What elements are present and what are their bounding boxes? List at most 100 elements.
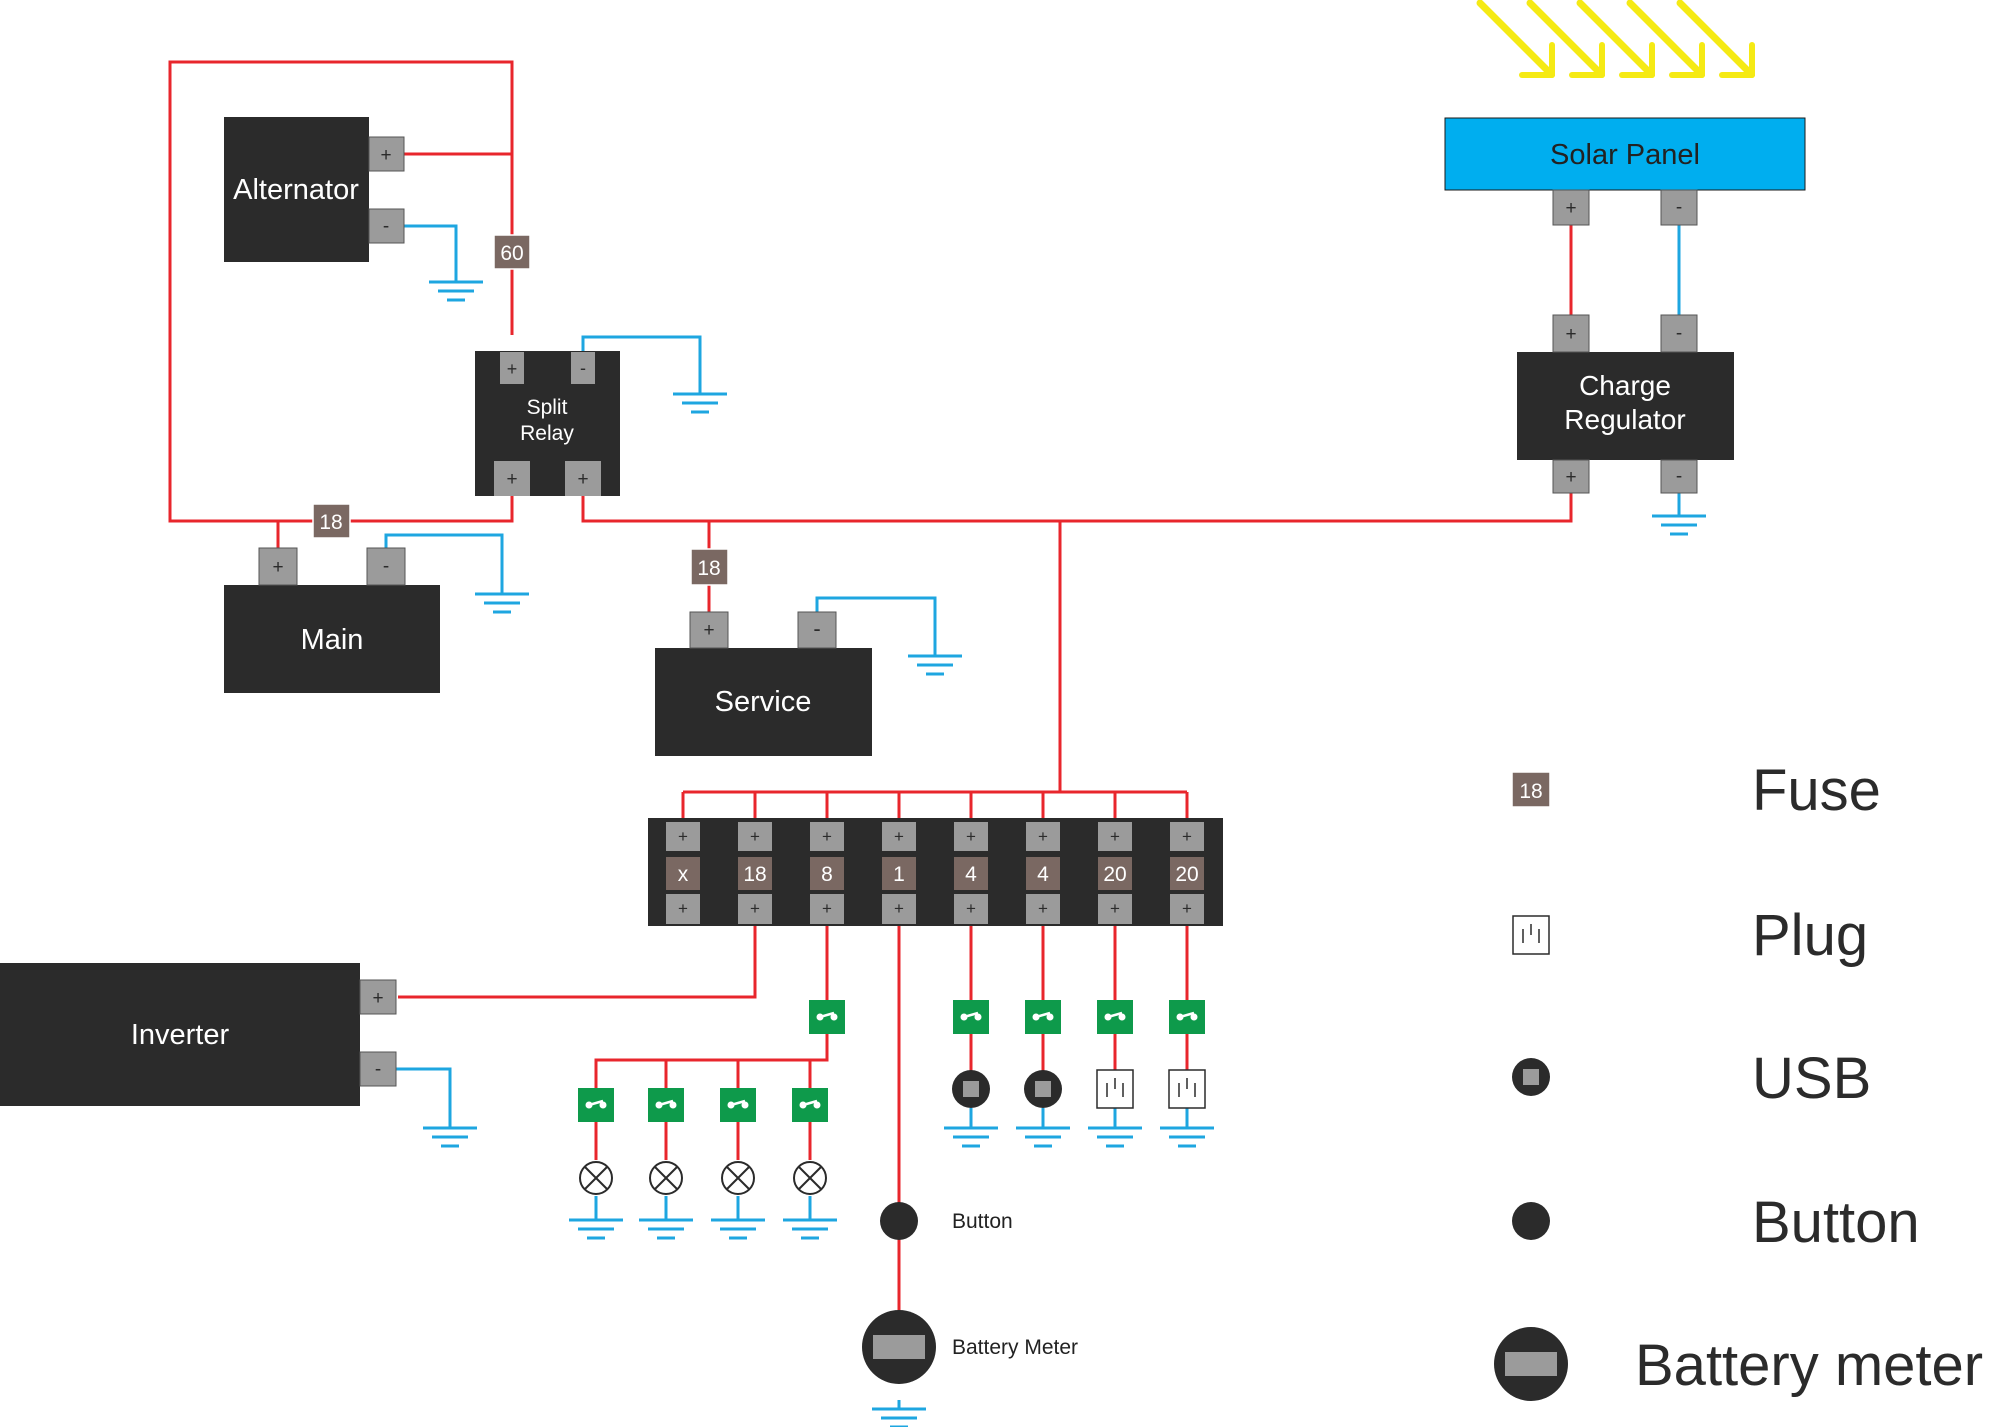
negative-wire	[404, 224, 458, 282]
plug-icon	[1168, 1069, 1206, 1109]
ground-icon	[709, 1218, 767, 1240]
switch-icon	[1095, 998, 1135, 1036]
fuse-slot-rating: 4	[965, 863, 977, 886]
legend-fuse-sample: 18	[1519, 780, 1542, 803]
fuse-slot-rating: 20	[1175, 863, 1198, 886]
ground-icon	[671, 392, 729, 414]
fuse-slot-input-terminal: +	[1182, 827, 1192, 846]
fuse-slot: +18+	[738, 822, 772, 924]
fuse-slot-output-terminal: +	[822, 899, 832, 918]
sun-rays	[1480, 3, 1752, 75]
svg-text:-: -	[813, 616, 820, 641]
charge-regulator-label-2: Regulator	[1564, 404, 1685, 435]
solar-panel: Solar Panel	[1444, 117, 1806, 191]
lamp-icon	[649, 1161, 683, 1195]
positive-wire	[594, 1017, 829, 1105]
svg-text:-: -	[383, 216, 389, 237]
ground-icon	[1086, 1126, 1144, 1148]
fuse-slot-rating: 1	[893, 863, 905, 886]
svg-text:+: +	[1565, 467, 1576, 488]
svg-text:-: -	[375, 1059, 381, 1080]
fuse-slot-input-terminal: +	[822, 827, 832, 846]
inverter-label: Inverter	[131, 1019, 230, 1051]
legend-plug-label: Plug	[1752, 903, 1868, 968]
svg-text:+: +	[1565, 324, 1576, 345]
negative-wire	[396, 1067, 452, 1128]
fuse-60: 60	[493, 234, 531, 270]
fuse-block-slots: +x++18++8++1++4++4++20++20+	[666, 822, 1204, 924]
service-negative-terminal: -	[797, 611, 837, 649]
fuse-main: 18	[312, 503, 351, 539]
usb-icon	[1024, 1070, 1062, 1108]
alternator-positive-terminal: +	[368, 136, 405, 172]
ground-icon	[637, 1218, 695, 1240]
fuse-slot: +x+	[666, 822, 700, 924]
ground-icon	[421, 1126, 479, 1148]
switch-icon	[807, 998, 847, 1036]
switch-icon	[790, 1086, 830, 1124]
loads: Button Battery Meter	[576, 998, 1207, 1384]
svg-text:-: -	[1676, 197, 1682, 218]
svg-text:+: +	[506, 469, 517, 490]
lamp-icon	[793, 1161, 827, 1195]
fuse-slot-output-terminal: +	[894, 899, 904, 918]
charge-regulator: Charge Regulator	[1517, 352, 1734, 460]
relay-output-positive-terminal: +	[494, 461, 530, 496]
ground-icon	[427, 280, 485, 302]
fuse-slot-input-terminal: +	[678, 827, 688, 846]
alternator: Alternator	[224, 117, 369, 262]
switch-icon	[1167, 998, 1207, 1036]
alternator-label: Alternator	[233, 174, 359, 206]
fuse-slot-rating: 18	[743, 863, 766, 886]
svg-text:+: +	[380, 145, 391, 166]
fuse-slot-output-terminal: +	[966, 899, 976, 918]
button-label: Button	[952, 1210, 1013, 1233]
solar-panel-label: Solar Panel	[1550, 139, 1700, 171]
switch-icon	[718, 1086, 758, 1124]
terminals: + - + - + + + -	[258, 136, 1698, 1087]
service-battery: Service	[655, 648, 872, 756]
ground-icon	[1014, 1126, 1072, 1148]
relay-positive-terminal: +	[500, 352, 524, 384]
positive-wire	[581, 478, 1573, 523]
battery-meter-icon	[1494, 1327, 1568, 1401]
fuse-slot-input-terminal: +	[894, 827, 904, 846]
main-negative-terminal: -	[366, 547, 406, 586]
fuse-service-label: 18	[697, 557, 720, 580]
legend-battery-meter-label: Battery meter	[1635, 1333, 1983, 1398]
fuse-block: +x++18++8++1++4++4++20++20+	[648, 818, 1223, 926]
regulator-negative-output-terminal: -	[1660, 459, 1698, 494]
fuse-slot-input-terminal: +	[966, 827, 976, 846]
solar-negative-terminal: -	[1660, 189, 1698, 226]
lamp-icon	[721, 1161, 755, 1195]
negative-wire	[815, 596, 937, 656]
wiring	[168, 60, 1681, 1409]
fuse-slot-input-terminal: +	[1038, 827, 1048, 846]
regulator-positive-output-terminal: +	[1552, 459, 1590, 494]
service-battery-label: Service	[715, 686, 812, 718]
fuse-slot-input-terminal: +	[750, 827, 760, 846]
fuse-slot-rating: x	[678, 863, 689, 886]
usb-icon	[952, 1070, 990, 1108]
ground-icon	[942, 1126, 1000, 1148]
plug-icon	[1512, 915, 1550, 955]
fuse-slot-input-terminal: +	[1110, 827, 1120, 846]
inverter: Inverter	[0, 963, 360, 1106]
ground-icon	[870, 1407, 928, 1427]
service-positive-terminal: +	[689, 611, 729, 649]
fuse-main-label: 18	[319, 511, 342, 534]
fuse-slot: +4+	[1026, 822, 1060, 924]
svg-text:+: +	[272, 557, 283, 578]
relay-negative-terminal: -	[571, 352, 595, 384]
ground-icon	[1650, 514, 1708, 536]
ground-icon	[567, 1218, 625, 1240]
regulator-negative-input-terminal: -	[1660, 314, 1698, 353]
svg-text:+: +	[577, 469, 588, 490]
relay-output-positive-terminal: +	[565, 461, 601, 496]
fuse-slot-rating: 4	[1037, 863, 1049, 886]
negative-wire	[384, 533, 504, 594]
legend: 18 Fuse Plug USB Button Battery meter	[1494, 758, 1983, 1401]
battery-meter-label: Battery Meter	[952, 1336, 1078, 1359]
main-battery: Main	[224, 585, 440, 693]
fuse-slot: +20+	[1170, 822, 1204, 924]
